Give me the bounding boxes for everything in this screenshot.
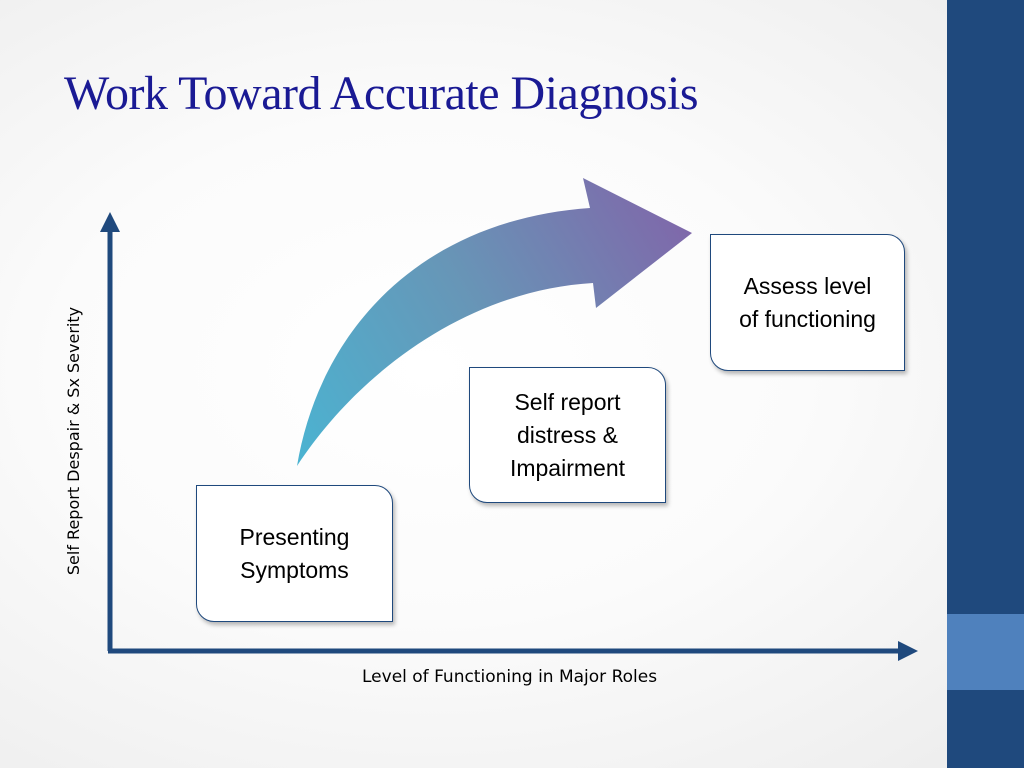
- self-report-box: Self report distress & Impairment: [469, 367, 666, 503]
- x-axis-arrowhead: [898, 641, 918, 661]
- y-axis-arrowhead: [100, 212, 120, 232]
- assess-functioning-box: Assess level of functioning: [710, 234, 905, 371]
- presenting-symptoms-text: Presenting Symptoms: [239, 523, 350, 583]
- assess-functioning-text: Assess level of functioning: [739, 272, 876, 332]
- sidebar-accent: [947, 614, 1024, 690]
- x-axis-label: Level of Functioning in Major Roles: [362, 667, 658, 687]
- self-report-text: Self report distress & Impairment: [509, 388, 626, 481]
- presenting-symptoms-box: Presenting Symptoms: [196, 485, 393, 622]
- curved-arrow: [297, 178, 692, 466]
- y-axis-label: Self Report Despair & Sx Severity: [64, 306, 83, 576]
- slide-title: Work Toward Accurate Diagnosis: [64, 67, 699, 120]
